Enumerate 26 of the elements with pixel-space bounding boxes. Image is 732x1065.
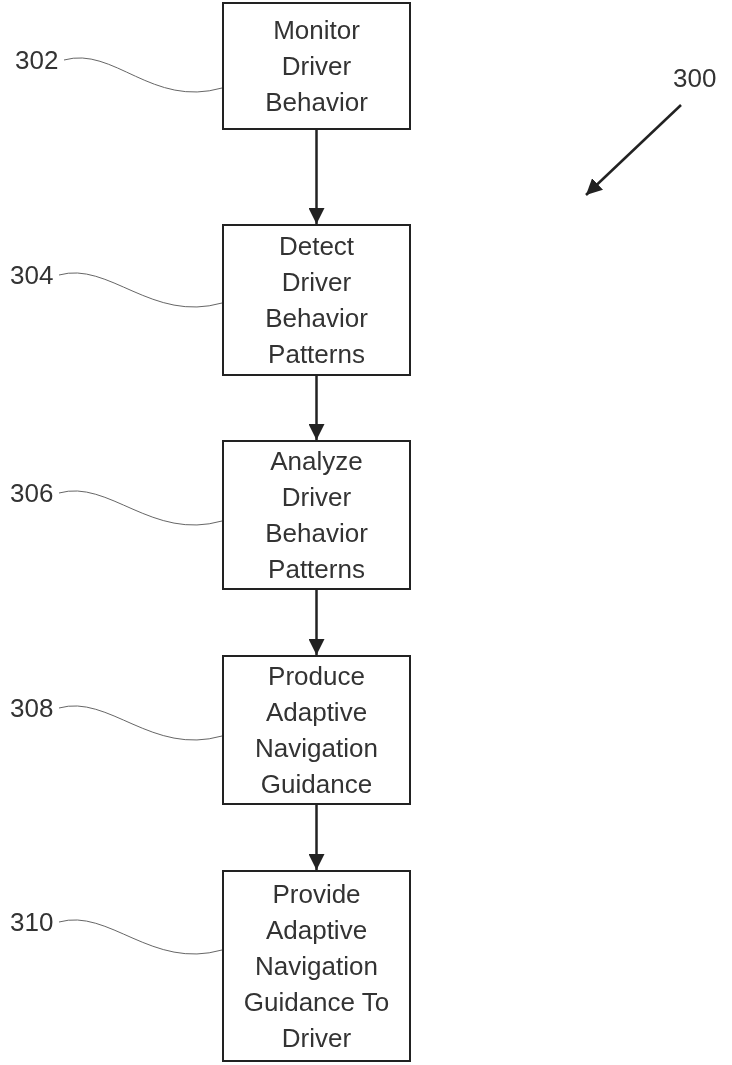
box-text: Provide Adaptive Navigation Guidance To Driver (242, 878, 391, 1055)
reference-number: 310 (10, 907, 54, 937)
process-box (222, 224, 411, 376)
box-text: Produce Adaptive Navigation Guidance (254, 660, 379, 801)
process-box (222, 440, 411, 590)
leader-line (58, 705, 223, 741)
reference-number: 302 (15, 45, 59, 75)
process-box (222, 655, 411, 805)
leader-line (63, 57, 223, 93)
process-box (222, 870, 411, 1062)
arrow (308, 805, 325, 870)
box-text: Monitor Driver Behavior (264, 14, 369, 119)
leader-line (58, 272, 223, 308)
reference-number: 308 (10, 693, 54, 723)
box-text: Detect Driver Behavior Patterns (264, 230, 369, 371)
arrow (308, 590, 325, 655)
reference-number: 300 (673, 63, 717, 93)
arrow (308, 130, 325, 224)
leader-line (58, 919, 223, 955)
arrow (585, 104, 682, 196)
box-text: Analyze Driver Behavior Patterns (264, 445, 369, 586)
arrow (308, 376, 325, 440)
leader-line (58, 490, 223, 526)
reference-number: 304 (10, 260, 54, 290)
reference-number: 306 (10, 478, 54, 508)
process-box (222, 2, 411, 130)
